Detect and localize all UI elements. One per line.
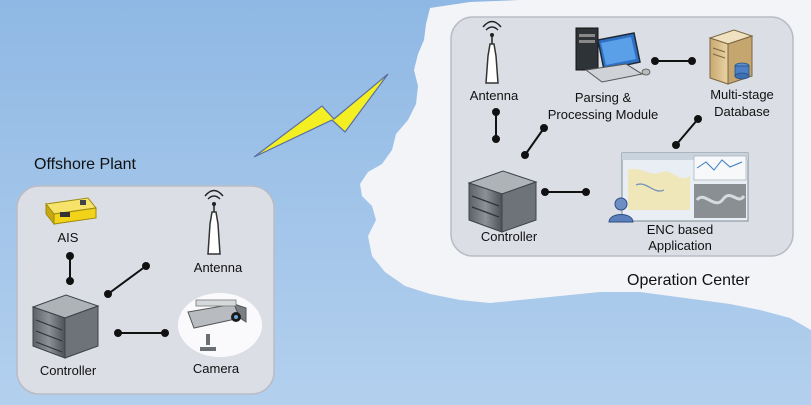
server-rack-icon [467, 170, 538, 233]
ais-label: AIS [57, 230, 79, 245]
workstation-icon [575, 27, 651, 83]
operation-links [492, 57, 702, 196]
lightning-icon [253, 73, 389, 158]
antenna-icon [204, 189, 224, 255]
operation-controller-label: Controller [480, 229, 538, 244]
operation-center-title: Operation Center [627, 272, 750, 289]
operation-antenna-label: Antenna [469, 88, 519, 103]
database-label-line1: Multi-stage [710, 87, 774, 102]
enc-label-line2: Application [648, 238, 712, 253]
chart-display-icon [621, 152, 749, 222]
user-icon [608, 197, 634, 223]
security-camera-icon [178, 293, 262, 357]
offshore-antenna-label: Antenna [193, 260, 243, 275]
offshore-links [66, 252, 169, 337]
server-rack-icon [31, 294, 100, 359]
parsing-label-line1: Parsing & [574, 90, 632, 105]
ais-device-icon [45, 197, 97, 226]
antenna-icon [482, 20, 502, 84]
database-server-icon [708, 29, 754, 85]
parsing-label-line2: Processing Module [547, 107, 659, 122]
offshore-plant-title: Offshore Plant [34, 156, 136, 173]
offshore-controller-label: Controller [39, 363, 97, 378]
database-label-line2: Database [714, 104, 770, 119]
camera-label: Camera [192, 361, 240, 376]
enc-label-line1: ENC based [646, 222, 714, 237]
